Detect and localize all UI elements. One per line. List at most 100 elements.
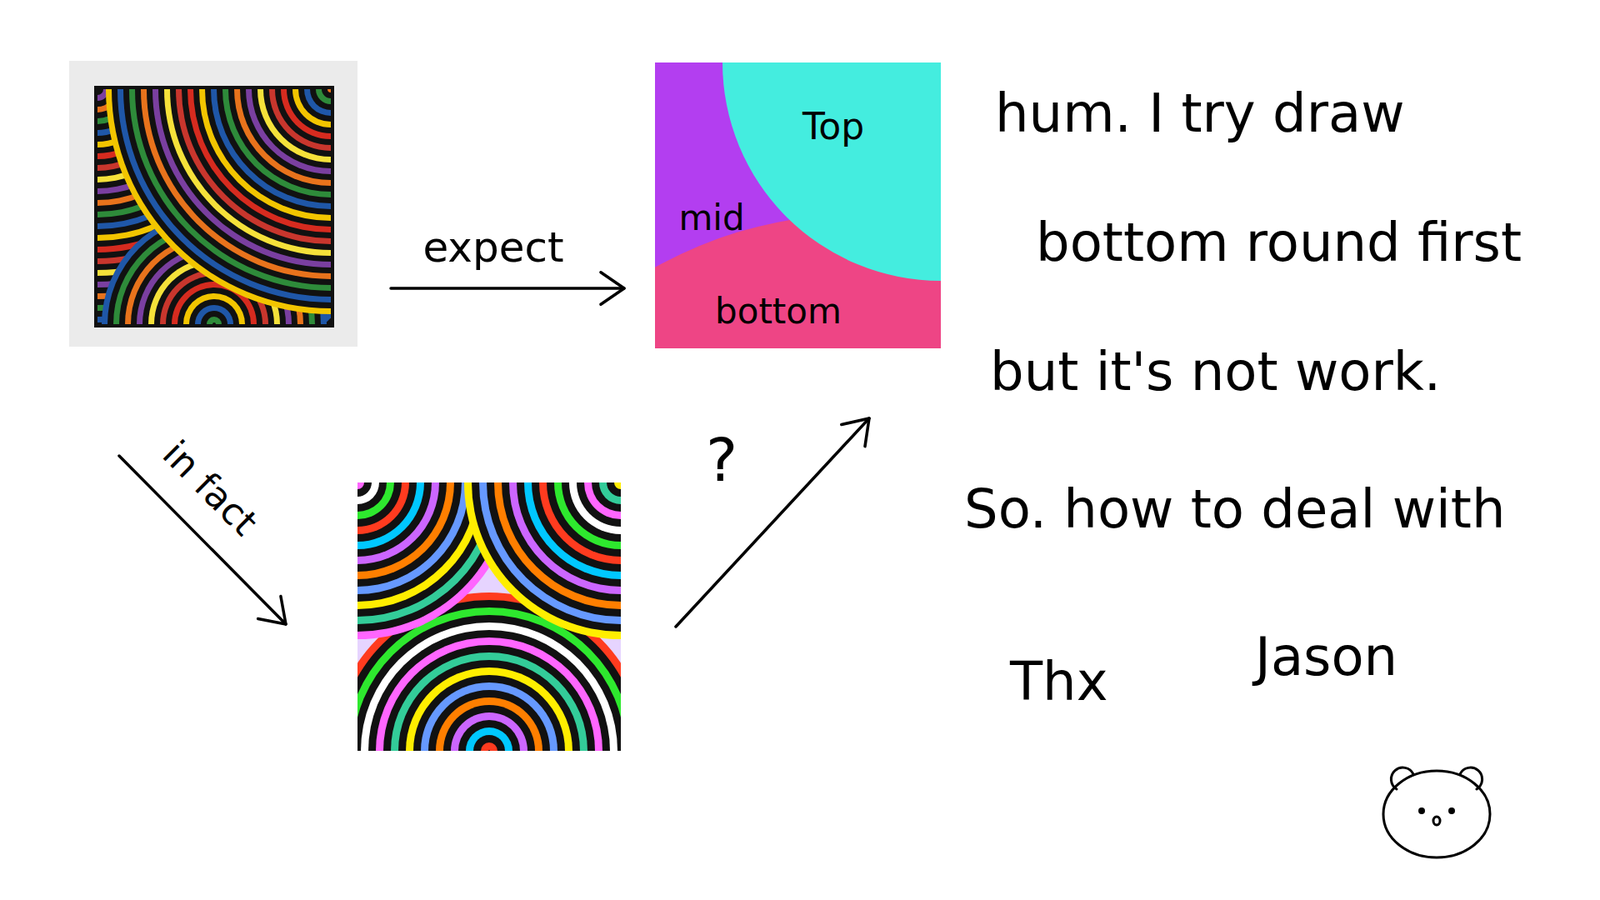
ring: [576, 482, 621, 527]
ring: [584, 482, 621, 520]
ring: [464, 482, 621, 640]
handwritten-note: but it's not work.: [990, 341, 1441, 404]
ring: [357, 482, 477, 602]
ring: [357, 482, 372, 497]
ring: [357, 482, 485, 610]
arrow-head: [600, 272, 625, 305]
arrow-head: [841, 418, 870, 447]
arrows: [119, 272, 870, 627]
ring: [280, 89, 331, 140]
ring: [298, 89, 331, 122]
ring: [360, 622, 618, 751]
ring: [97, 89, 104, 95]
ring: [200, 310, 228, 325]
ring: [117, 89, 331, 303]
ring: [140, 89, 331, 280]
arrow-label: expect: [422, 224, 564, 273]
ring: [321, 89, 331, 99]
ring: [614, 482, 621, 490]
bear-mouth: [1433, 816, 1440, 825]
ring: [390, 652, 588, 751]
corner-rings: [464, 482, 621, 640]
ring: [228, 89, 331, 192]
handwritten-note: Thx: [1010, 651, 1109, 714]
ring: [443, 705, 535, 751]
ring: [405, 667, 573, 751]
photo-rings: [97, 89, 331, 325]
ring: [479, 482, 621, 625]
ring: [357, 482, 447, 572]
ring: [375, 637, 603, 751]
ring: [251, 89, 331, 169]
ring: [357, 482, 365, 490]
ring: [546, 482, 621, 557]
ring: [398, 660, 580, 751]
ring: [599, 482, 621, 505]
ring: [357, 482, 402, 527]
ring: [480, 742, 498, 751]
ring: [357, 615, 621, 751]
ring: [187, 89, 331, 233]
ring: [473, 735, 505, 751]
top-rings: [105, 89, 331, 315]
ring: [164, 89, 331, 256]
ring: [222, 89, 331, 198]
ring: [170, 89, 331, 250]
ring: [205, 89, 331, 215]
ring: [357, 482, 387, 512]
ring: [292, 89, 331, 128]
ring: [357, 482, 410, 535]
ring: [458, 720, 520, 751]
ring: [240, 89, 331, 180]
arrow-label: ?: [705, 425, 738, 495]
ring: [420, 682, 558, 751]
ring: [275, 89, 331, 145]
ring: [435, 697, 543, 751]
ring: [216, 89, 331, 204]
ring: [105, 89, 331, 315]
sketch-arrow: [675, 418, 870, 627]
ring: [516, 482, 621, 587]
ring: [175, 89, 331, 245]
ring: [450, 712, 528, 751]
ring: [509, 482, 621, 595]
ring: [304, 89, 331, 116]
ring: [531, 482, 621, 572]
ring: [357, 482, 432, 557]
ring: [206, 316, 222, 325]
handwritten-note: Jason: [1255, 626, 1398, 689]
ring: [111, 89, 331, 309]
actual-result: [357, 482, 621, 751]
ring: [129, 89, 331, 291]
ring: [234, 89, 331, 186]
arrow-shaft: [675, 418, 870, 627]
ring: [263, 89, 331, 157]
handwritten-note: hum. I try draw: [995, 83, 1405, 145]
ring: [146, 89, 331, 274]
sketch-arrow: [390, 272, 625, 305]
bear-eye: [1420, 809, 1425, 814]
ring: [428, 690, 550, 751]
ring: [357, 482, 425, 550]
ring: [181, 89, 331, 239]
bear-doodle: [1383, 767, 1490, 858]
ring: [494, 482, 621, 610]
ring: [471, 482, 621, 632]
ring: [569, 482, 621, 535]
ring: [257, 89, 331, 163]
ring: [591, 482, 621, 512]
ring: [368, 630, 610, 751]
ring: [383, 645, 595, 751]
region-label: bottom: [715, 291, 842, 332]
ring: [152, 89, 331, 268]
handwritten-note: So. how to deal with: [964, 479, 1505, 541]
handwritten-note: bottom round first: [1035, 212, 1522, 275]
ring: [199, 89, 331, 221]
ring: [413, 675, 565, 751]
bear-head: [1383, 770, 1490, 858]
ring: [465, 727, 513, 751]
ring: [606, 482, 621, 497]
expected-regions: [655, 62, 941, 349]
arrow-shaft: [390, 286, 625, 290]
